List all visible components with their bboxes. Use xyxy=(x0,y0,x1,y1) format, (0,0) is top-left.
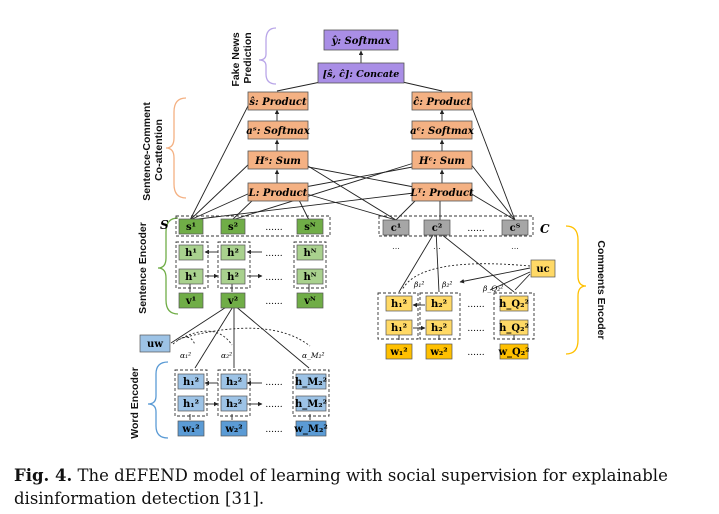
beta2-label: β₂² xyxy=(441,280,452,289)
c1-label: c¹ xyxy=(391,223,401,234)
softmax-node-label: ŷ: Softmax xyxy=(331,36,392,47)
word-encoder-label: Word Encoder xyxy=(129,367,141,439)
sentence-encoder-bracket xyxy=(157,217,179,315)
hc-sum-label: Hᶜ: Sum xyxy=(418,156,465,167)
alpha2-label: α₂² xyxy=(221,351,232,360)
s-product-label: ŝ: Product xyxy=(249,97,307,108)
betaQ-label: β_Q₂² xyxy=(482,284,503,293)
beta1-label: β₁² xyxy=(413,280,424,289)
as-softmax-label: aˢ: Softmax xyxy=(246,126,310,137)
side-brackets xyxy=(147,27,587,439)
wh2-fwd-label: h₂² xyxy=(226,399,242,410)
svg-text:Fake News Prediction: Fake News Prediction xyxy=(230,29,254,86)
h2-back-label: h² xyxy=(227,248,239,259)
chQ-back-label: h_Q₂² xyxy=(499,299,529,310)
sentence-encoder-label: Sentence Encoder xyxy=(137,222,149,314)
caption-label: Fig. 4. xyxy=(14,466,73,485)
wh2-back-label: h₂² xyxy=(226,377,242,388)
wwM-label: w_M₂² xyxy=(293,424,327,435)
c1-vdots: ... xyxy=(392,242,400,251)
c2-vdots: ... xyxy=(433,242,441,251)
h1-back-label: h¹ xyxy=(185,248,197,259)
concate-node: [ŝ, ĉ]: Concate xyxy=(317,62,405,84)
coattention-left: ŝ: Product aˢ: Softmax Hˢ: Sum L: Produc… xyxy=(246,91,311,202)
cwQ-label: w_Q₂² xyxy=(497,347,529,358)
prediction-label-line2: Prediction xyxy=(242,32,254,83)
coattention-label-line1: Sentence-Comment xyxy=(141,102,153,201)
ch1-fwd-label: h₁² xyxy=(391,323,407,334)
v1-label: v¹ xyxy=(185,296,196,307)
hs-sum-label: Hˢ: Sum xyxy=(254,156,301,167)
comment-nodes: c¹ c² cᵀ ...... uc β₁² β₂² β_Q₂² h₁² h₂²… xyxy=(382,219,556,360)
hN-back-label: hᴺ xyxy=(303,248,316,259)
connections xyxy=(170,50,531,420)
sentence-encoder-nodes: s¹ s² sᴺ ...... h¹ h² hᴺ ...... h¹ h² hᴺ… xyxy=(178,218,324,309)
concate-node-label: [ŝ, ĉ]: Concate xyxy=(323,69,400,80)
alphaM-label: α_M₂² xyxy=(302,351,325,360)
uc-label: uc xyxy=(536,264,549,275)
chQ-fwd-label: h_Q₂² xyxy=(499,323,529,334)
v2-label: v² xyxy=(227,296,238,307)
comments-encoder-bracket xyxy=(565,225,587,355)
coattention-label-line2: Co-attention xyxy=(153,119,165,181)
cw-dots: ...... xyxy=(467,348,484,358)
hN-fwd-label: hᴺ xyxy=(303,272,316,283)
softmax-node: ŷ: Softmax xyxy=(323,29,399,51)
alpha1-label: α₁² xyxy=(180,351,191,360)
s-dots: ...... xyxy=(265,223,282,233)
h2-fwd-label: h² xyxy=(227,272,239,283)
c-dots: ...... xyxy=(467,224,484,234)
svg-text:Sentence-Comment Co-atte: Sentence-Comment Co-attention xyxy=(141,99,165,201)
s2-label: s² xyxy=(228,222,238,233)
whM-fwd-label: h_M₂² xyxy=(295,399,327,410)
c2-label: c² xyxy=(432,223,442,234)
prediction-label-line1: Fake News xyxy=(230,32,242,86)
side-labels: Fake News Prediction Sentence-Comment Co… xyxy=(129,29,607,439)
vN-label: vᴺ xyxy=(303,296,316,307)
continuation-dots: ... ... ... xyxy=(392,242,519,251)
group-containers xyxy=(174,215,535,417)
lt-product-label: Lᵀ: Product xyxy=(409,188,474,199)
cT-label: cᵀ xyxy=(510,223,521,234)
ch1-back-label: h₁² xyxy=(391,299,407,310)
sN-label: sᴺ xyxy=(304,222,316,233)
coattention-bracket xyxy=(165,97,187,199)
hback-dots: ...... xyxy=(265,249,282,259)
figure-caption: Fig. 4. The dEFEND model of learning wit… xyxy=(14,464,704,510)
caption-text: The dEFEND model of learning with social… xyxy=(14,466,668,508)
ww-dots: ...... xyxy=(265,425,282,435)
coattention-right: ĉ: Product aᶜ: Softmax Hᶜ: Sum Lᵀ: Produ… xyxy=(409,91,475,202)
ac-softmax-label: aᶜ: Softmax xyxy=(410,126,475,137)
c-product-label: ĉ: Product xyxy=(413,97,471,108)
dEFEND-model-diagram: Fake News Prediction Sentence-Comment Co… xyxy=(129,27,607,439)
cw2-label: w₂² xyxy=(429,347,447,358)
chfwd-dots: ...... xyxy=(467,324,484,334)
h1-fwd-label: h¹ xyxy=(185,272,197,283)
ww2-label: w₂² xyxy=(224,424,242,435)
hfwd-dots: ...... xyxy=(265,273,282,283)
whfwd-dots: ...... xyxy=(265,400,282,410)
comment-group-letter: C xyxy=(540,222,550,236)
wh1-back-label: h₁² xyxy=(183,377,199,388)
comments-encoder-label: Comments Encoder xyxy=(595,240,607,339)
chback-dots: ...... xyxy=(467,300,484,310)
ch2-back-label: h₂² xyxy=(431,299,447,310)
word-encoder-bracket xyxy=(147,361,169,439)
whback-dots: ...... xyxy=(265,378,282,388)
ww1-label: w₁² xyxy=(181,424,199,435)
s1-label: s¹ xyxy=(186,222,196,233)
ch2-fwd-label: h₂² xyxy=(431,323,447,334)
cT-vdots: ... xyxy=(511,242,519,251)
l-product-label: L: Product xyxy=(248,188,308,199)
wh1-fwd-label: h₁² xyxy=(183,399,199,410)
whM-back-label: h_M₂² xyxy=(295,377,327,388)
uw-label: uw xyxy=(147,339,163,350)
word-encoder-nodes: uw α₁² α₂² α_M₂² h₁² h₂² h_M₂² ...... h₁… xyxy=(139,334,328,437)
cw1-label: w₁² xyxy=(389,347,407,358)
sentence-group-letter: S xyxy=(160,218,169,232)
prediction-bracket xyxy=(258,27,277,85)
v-dots: ...... xyxy=(265,297,282,307)
